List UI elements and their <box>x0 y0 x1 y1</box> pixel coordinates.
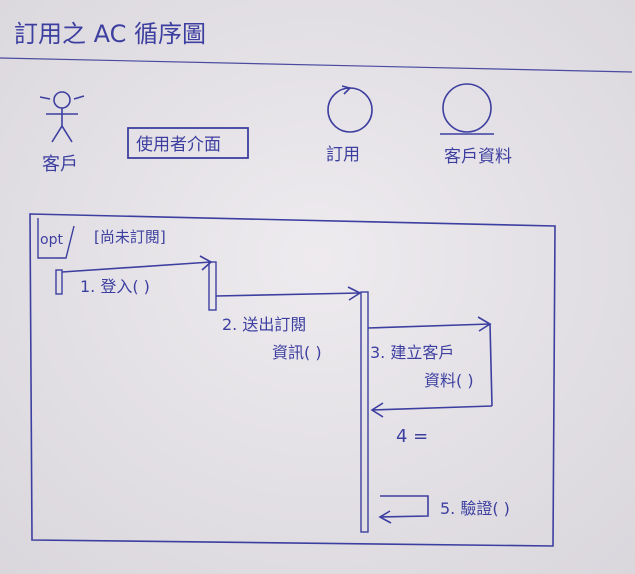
opt-operator-tab <box>37 218 75 259</box>
message-3-arrow <box>367 316 493 407</box>
control-subscription-label: 訂用 <box>326 145 360 165</box>
boundary-ui-box <box>127 127 249 159</box>
message-1-arrow <box>61 255 213 273</box>
opt-guard-label: [尚未訂閱] <box>94 228 166 246</box>
diagram-title: 訂用之 AC 循序圖 <box>14 20 206 48</box>
message-2-label-line1: 2. 送出訂閱 <box>222 315 306 334</box>
message-5-self-arrow <box>378 495 429 524</box>
entity-customer-data-label: 客戶資料 <box>444 147 512 167</box>
activation-bar-customer <box>55 269 63 295</box>
message-2-arrow <box>215 286 362 301</box>
opt-operator-label: opt <box>40 232 63 248</box>
message-4-label: 4 = <box>396 426 428 447</box>
message-3-label-line2: 資料( ) <box>424 371 474 390</box>
opt-fragment-frame <box>29 213 556 547</box>
message-5-label: 5. 驗證( ) <box>440 499 510 518</box>
message-2-label-line2: 資訊( ) <box>272 343 322 362</box>
actor-customer-label: 客戶 <box>42 154 78 175</box>
activation-bar-ui <box>208 261 217 311</box>
actor-stick-figure-icon <box>39 91 85 143</box>
boundary-ui-label: 使用者介面 <box>136 134 221 155</box>
message-1-label: 1. 登入( ) <box>80 277 150 296</box>
title-separator <box>0 57 633 73</box>
message-3-label-line1: 3. 建立客戶 <box>370 343 454 362</box>
control-circle-icon <box>327 85 373 133</box>
activation-bar-subscription <box>360 291 369 533</box>
entity-circle-icon <box>440 83 494 135</box>
message-4-return-arrow <box>370 402 493 418</box>
